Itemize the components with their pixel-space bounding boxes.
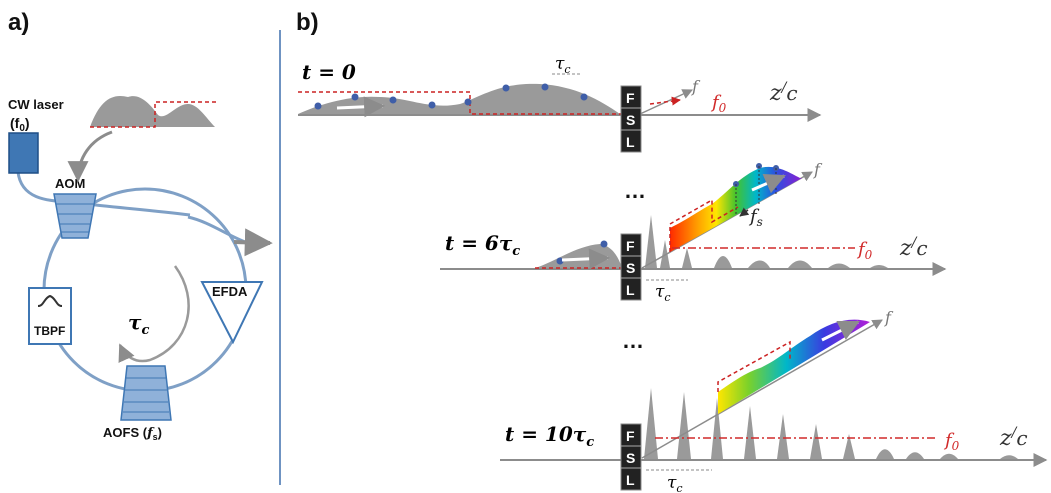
- cw-laser-label: CW laser: [8, 97, 64, 112]
- row-t10-time-label: t = 10τc: [505, 422, 594, 450]
- row-t10-spectrum-dashed: [717, 340, 791, 392]
- row-t10-spectrum-arrow: [821, 320, 860, 342]
- efda-device: [200, 281, 264, 345]
- panel-b: b) t = 0 τc f f0 z/c: [296, 9, 1048, 493]
- row-t10: t = 10τc f f0 z/c: [500, 308, 1048, 493]
- row-t6-spectrum-dashed: [669, 198, 739, 252]
- row-t6-output-pulses: [645, 215, 888, 268]
- row-t10-spectrum: [718, 319, 870, 414]
- row-t10-f-label: f: [884, 308, 894, 327]
- efda-label: EFDA: [212, 284, 248, 299]
- row-t6-pulse: [535, 244, 622, 268]
- output-arrow: [233, 228, 273, 257]
- input-pulse-shape: [90, 95, 215, 127]
- row-t6: t = 6τc f: [440, 160, 947, 304]
- svg-text:F: F: [626, 238, 635, 254]
- aom-label: AOM: [55, 176, 85, 191]
- ellipsis-2: …: [622, 328, 644, 353]
- row-t0-sample-dots: [314, 83, 588, 110]
- row-t6-sample-dots: [556, 240, 608, 265]
- svg-text:L: L: [626, 472, 635, 488]
- aom-stripes: [56, 203, 94, 233]
- row-t0-f0-arrow: [649, 96, 681, 106]
- svg-text:F: F: [626, 428, 635, 444]
- row-t0-tau-label: τc: [555, 54, 571, 76]
- panel-a: a) CW laser (f0) AOM EFDA TBPF: [8, 9, 273, 442]
- row-t0-f-label: f: [691, 77, 701, 96]
- row-t10-f-axis: [641, 319, 883, 459]
- row-t6-fs-arrow: [739, 207, 750, 217]
- row-t0-motion-arrow: [336, 96, 386, 118]
- row-t10-tau-label: τc: [667, 473, 683, 493]
- row-t0-time-label: t = 0: [302, 60, 356, 84]
- row-t10-output-pulses: [644, 388, 1018, 459]
- aom-device: [53, 193, 97, 239]
- row-t6-spectrum-arrow: [751, 173, 786, 194]
- row-t6-z-label: z/c: [899, 235, 928, 261]
- circulation-arrow: [118, 265, 190, 363]
- row-t0-pulse: [298, 83, 620, 114]
- input-arrow: [67, 130, 113, 183]
- cw-laser-frequency: (f0): [10, 115, 30, 134]
- row-t6-f-label: f: [813, 160, 823, 179]
- tbpf-device: [28, 287, 72, 345]
- loop-tau-label: τc: [128, 310, 149, 338]
- svg-text:L: L: [626, 282, 635, 298]
- row-t6-motion-arrow: [561, 248, 611, 270]
- ellipsis-1: …: [624, 178, 646, 203]
- aofs-label: AOFS (fs): [103, 425, 162, 442]
- fsl-box-row1: F S L: [620, 85, 642, 153]
- fsl-box-row3: F S L: [620, 423, 642, 491]
- svg-text:L: L: [626, 134, 635, 150]
- fsl-box-row2: F S L: [620, 233, 642, 301]
- svg-text:F: F: [626, 90, 635, 106]
- svg-text:S: S: [626, 260, 635, 276]
- cw-laser-box: [8, 132, 39, 174]
- row-t6-time-label: t = 6τc: [445, 231, 520, 259]
- row-t6-f0-label: f0: [856, 239, 873, 262]
- svg-text:S: S: [626, 112, 635, 128]
- tbpf-filter-icon: [37, 294, 63, 307]
- aofs-device: [120, 365, 172, 421]
- row-t10-z-label: z/c: [999, 425, 1028, 451]
- tbpf-label: TBPF: [34, 324, 65, 338]
- input-pulse-dashed: [90, 101, 218, 128]
- input-fiber: [16, 171, 191, 217]
- row-t6-fs-label: fs: [748, 206, 763, 229]
- panel-b-label: b): [296, 9, 319, 36]
- row-t0-z-label: z/c: [769, 80, 798, 106]
- svg-text:S: S: [626, 450, 635, 466]
- row-t10-f0-label: f0: [943, 430, 960, 453]
- row-t6-tau-label: τc: [655, 282, 671, 304]
- panel-a-label: a): [8, 9, 29, 36]
- row-t0-f0-label: f0: [710, 92, 727, 115]
- aofs-stripes: [123, 377, 169, 413]
- row-t0: t = 0 τc f f0 z/c: [298, 54, 822, 122]
